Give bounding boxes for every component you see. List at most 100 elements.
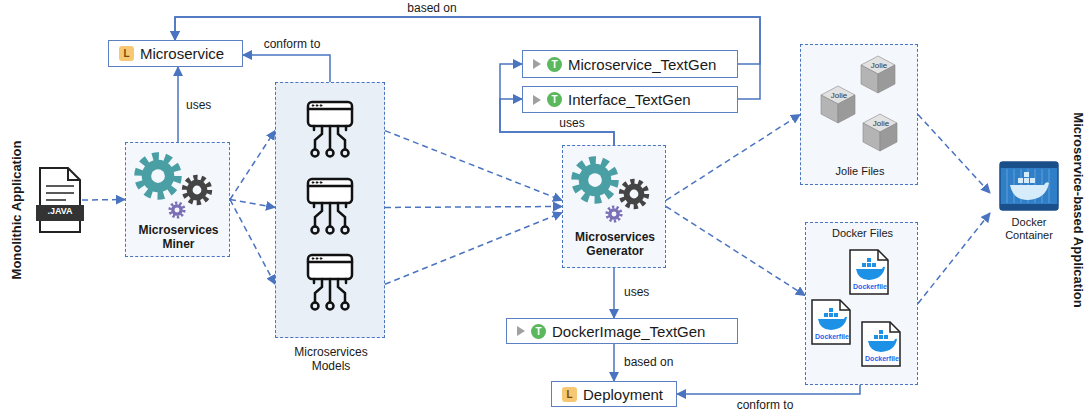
docker-container-icon xyxy=(1024,178,1029,183)
docker-files-box: Docker FilesDockerfileDockerfileDockerfi… xyxy=(805,222,918,385)
gear-icon xyxy=(139,157,178,196)
gear-icon xyxy=(576,161,615,200)
node-label: Dockerfile xyxy=(863,355,901,363)
dashed-arrow xyxy=(918,115,990,194)
jolie-cube xyxy=(838,95,855,123)
docker-container-icon xyxy=(1041,169,1042,203)
box-label: Microservice_TextGen xyxy=(568,56,716,73)
dockerfile-icon xyxy=(850,250,888,294)
docker-container-icon xyxy=(1048,169,1049,203)
gear-icon xyxy=(139,157,647,221)
type-badge: L xyxy=(119,46,134,61)
jolie-cube xyxy=(878,65,895,93)
connector-arrow xyxy=(677,385,860,394)
dashed-arrow xyxy=(918,213,990,304)
docker-container-icon xyxy=(1006,169,1007,203)
docker-container-icon xyxy=(1000,162,1058,168)
dashed-arrow xyxy=(230,131,275,200)
edge-label: uses xyxy=(184,98,213,112)
jolie-cube xyxy=(861,65,878,93)
node-label: Microservices Generator xyxy=(563,230,667,259)
dashed-arrow xyxy=(385,206,562,208)
node-label: Microservices Models xyxy=(276,345,386,374)
gear-icon xyxy=(622,182,647,207)
side-title: Monolithic Application xyxy=(9,141,24,280)
dashed-arrow xyxy=(385,213,562,285)
connector-arrow xyxy=(613,344,615,381)
box-label: DockerImage_TextGen xyxy=(552,323,705,340)
jolie-cube xyxy=(880,123,897,151)
node-label: Jolie xyxy=(866,119,896,129)
docker-container-icon xyxy=(1013,169,1014,203)
type-badge: T xyxy=(531,324,546,339)
dashed-arrow xyxy=(666,207,805,296)
docker-container-icon xyxy=(1000,204,1058,210)
docker-container-icon xyxy=(1034,169,1035,203)
type-badge: T xyxy=(547,57,562,72)
java-file-icon xyxy=(36,205,84,221)
template-box: T Microservice_TextGen xyxy=(522,50,738,78)
dashed-arrow xyxy=(666,115,800,201)
generator-box: Microservices Generator xyxy=(562,145,666,268)
jolie-cube xyxy=(821,95,838,123)
edge-label: uses xyxy=(622,285,651,299)
model-icon xyxy=(308,179,352,234)
java-file: .JAVA xyxy=(38,168,82,232)
expand-triangle xyxy=(517,326,525,336)
template-box: T DockerImage_TextGen xyxy=(506,318,738,344)
expand-triangle xyxy=(533,95,541,105)
docker-container-icon xyxy=(1027,169,1028,203)
edge-label: based on xyxy=(622,355,675,369)
box-label: Microservice xyxy=(140,45,224,62)
node-label: Jolie xyxy=(824,91,854,101)
java-file-icon xyxy=(46,192,74,194)
java-file-icon xyxy=(36,168,84,232)
miner-box: Microservices Miner xyxy=(125,142,230,257)
connector-arrow xyxy=(177,67,179,142)
box-label: Interface_TextGen xyxy=(568,91,691,108)
node-label: Microservices Miner xyxy=(126,223,231,252)
java-file-icon xyxy=(46,199,66,201)
java-file-icon xyxy=(46,185,74,187)
dockerfile-icon xyxy=(862,322,900,366)
box-label: Deployment xyxy=(583,386,663,403)
docker-container-icon xyxy=(1010,182,1049,200)
java-file-icon xyxy=(68,168,80,180)
expand-triangle xyxy=(533,59,541,69)
gear-icon xyxy=(607,207,621,221)
jolie-cube xyxy=(863,123,880,151)
node-label: .JAVA xyxy=(38,206,82,217)
gear-icon xyxy=(170,203,184,217)
docker-container-icon xyxy=(1020,169,1021,203)
type-badge: T xyxy=(547,92,562,107)
jolie-cube xyxy=(861,56,895,74)
connector-arrow xyxy=(613,268,615,318)
model-icon xyxy=(308,102,352,310)
dashed-arrow xyxy=(230,200,275,208)
docker-container-icon xyxy=(1000,162,1058,210)
node-label: Docker Files xyxy=(806,227,919,240)
jolie-cube xyxy=(863,114,897,132)
dashed-arrow xyxy=(385,131,562,201)
edge-label: conform to xyxy=(262,37,323,51)
jolie-cube xyxy=(821,56,897,151)
java-file-icon xyxy=(40,168,80,232)
node-label: Jolie xyxy=(864,61,894,71)
side-title: Microservice-based Application xyxy=(1071,112,1086,307)
jolie-cube xyxy=(821,86,855,104)
connector-arrow xyxy=(243,55,330,82)
docker-container-icon xyxy=(1000,162,1058,210)
template-box: T Interface_TextGen xyxy=(522,86,738,113)
models-group: Microservices Models xyxy=(275,82,385,338)
gear-icon xyxy=(185,178,210,203)
edge-label: conform to xyxy=(735,398,796,412)
node-label: Docker Container xyxy=(990,216,1068,242)
dockerfile-icon xyxy=(812,300,850,344)
node-label: Dockerfile xyxy=(851,283,889,291)
dockerfile-icon xyxy=(812,250,900,366)
node-label: Jolie Files xyxy=(801,165,919,178)
